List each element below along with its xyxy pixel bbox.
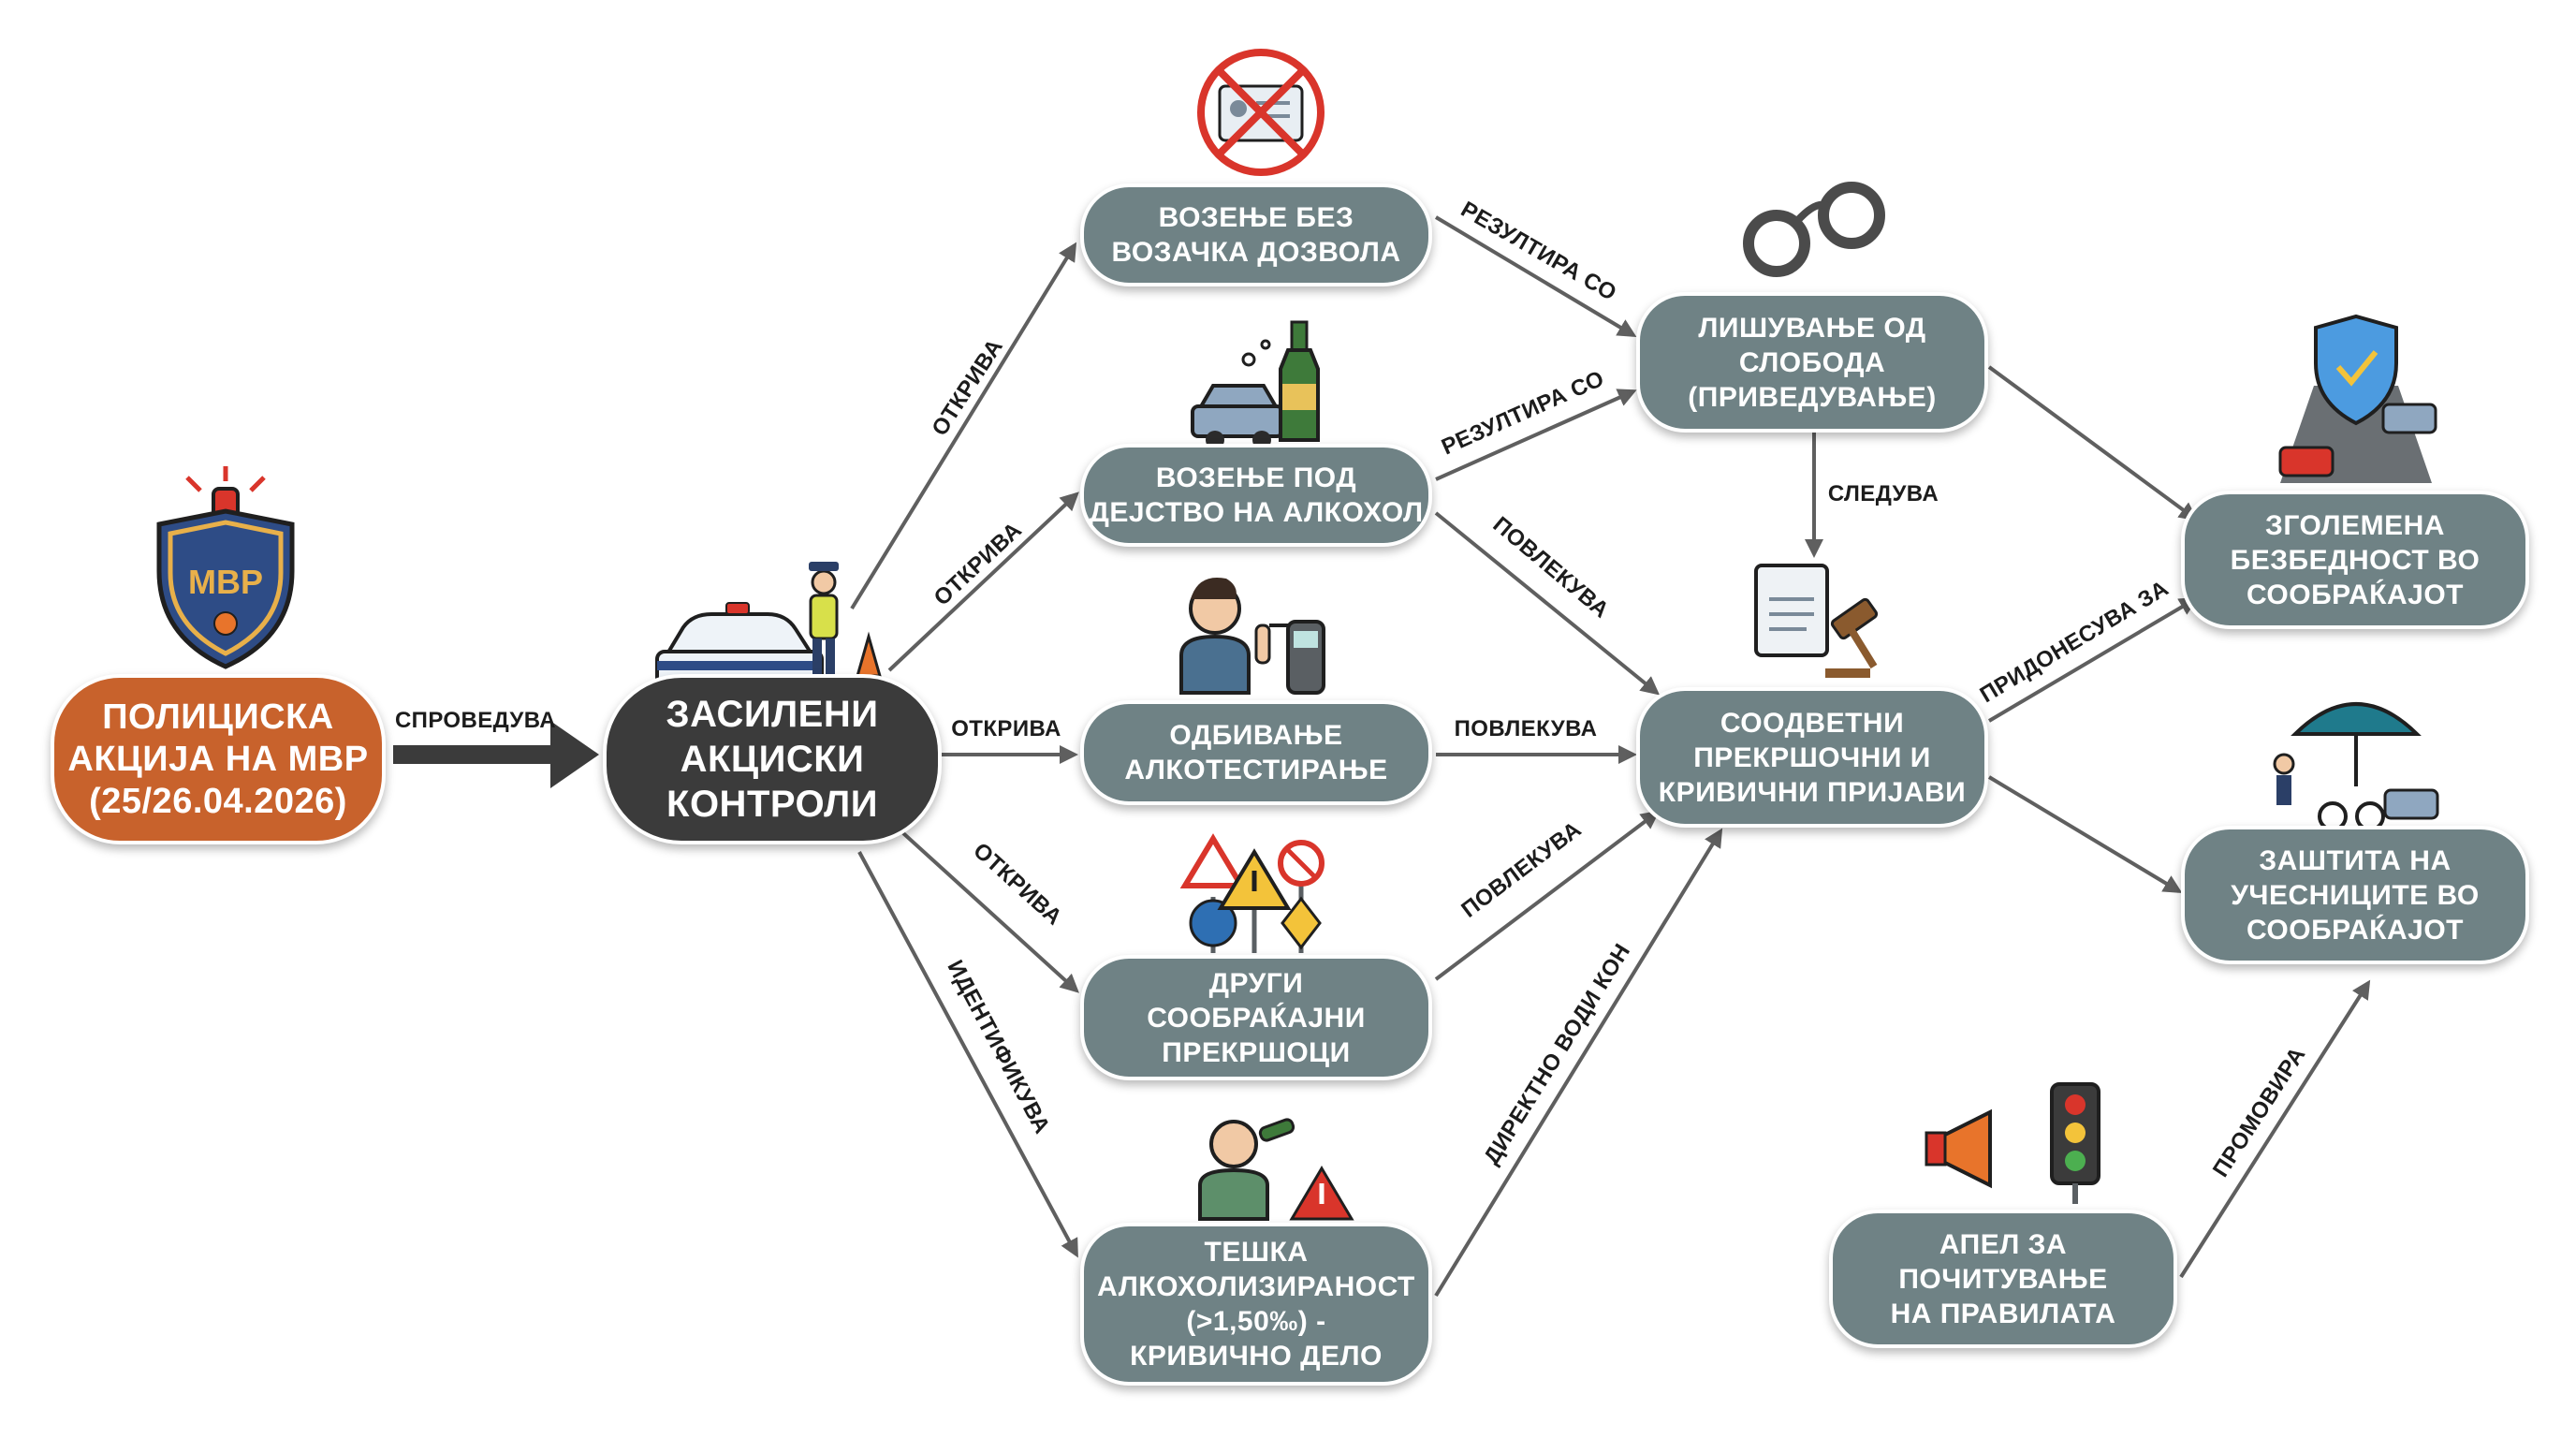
label-detects-2: ОТКРИВА — [929, 518, 1027, 611]
arrow-entails-other — [1434, 810, 1661, 981]
police-shield-icon: МВР — [156, 466, 295, 669]
drunk-person-warning-icon — [1198, 1118, 1354, 1221]
node-refusal-test: ОДБИВАЊЕ АЛКОТЕСТИРАЊЕ — [1080, 700, 1432, 805]
node-detention: ЛИШУВАЊЕ ОД СЛОБОДА (ПРИВЕДУВАЊЕ) — [1636, 292, 1988, 433]
node-other-violations: ДРУГИ СООБРАЌАЈНИ ПРЕКРШОЦИ — [1080, 955, 1432, 1080]
node-safety: ЗГОЛЕМЕНА БЕЗБЕДНОСТ ВО СООБРАЌАЈОТ — [2181, 491, 2529, 629]
logo-text: МВР — [188, 563, 263, 601]
node-enhanced-controls: ЗАСИЛЕНИ АКЦИСКИ КОНТРОЛИ — [603, 674, 942, 844]
arrow-contributes — [1987, 596, 2199, 723]
megaphone-traffic-light-icon — [1925, 1082, 2100, 1204]
road-signs-icon — [1179, 833, 1325, 953]
arrow-detects-other — [901, 831, 1079, 993]
car-bottle-icon — [1191, 320, 1320, 449]
arrow-leads-severe — [1434, 828, 1723, 1298]
label-leads-directly: ДИРЕКТНО ВОДИ КОН — [1479, 939, 1635, 1168]
umbrella-pedestrians-icon — [2273, 702, 2439, 831]
breathalyzer-icon — [1179, 577, 1325, 695]
label-implements: СПРОВЕДУВА — [395, 708, 556, 733]
shield-road-icon — [2278, 314, 2437, 483]
node-police-action: ПОЛИЦИСКА АКЦИЈА НА МВР (25/26.04.2026) — [51, 674, 386, 844]
arrow-results-no-license — [1434, 215, 1637, 338]
label-results-1: РЕЗУЛТИРА СО — [1456, 197, 1620, 306]
node-charges: СООДВЕТНИ ПРЕКРШОЧНИ И КРИВИЧНИ ПРИЈАВИ — [1636, 687, 1988, 828]
arrow-charges-protection — [1987, 775, 2183, 894]
arrow-promotes — [2179, 979, 2371, 1279]
arrow-detects-no-license — [850, 242, 1077, 610]
no-license-icon — [1197, 49, 1325, 176]
handcuffs-icon — [1743, 182, 1885, 277]
label-detects-4: ОТКРИВА — [968, 838, 1066, 931]
arrows — [393, 215, 2371, 1298]
label-contributes: ПРИДОНЕСУВА ЗА — [1976, 576, 2174, 708]
arrow-detention-safety — [1987, 365, 2199, 521]
arrow-identifies-severe — [857, 851, 1078, 1258]
node-alcohol-driving: ВОЗЕЊЕ ПОД ДЕЈСТВО НА АЛКОХОЛ — [1080, 444, 1432, 547]
node-protection: ЗАШТИТА НА УЧЕСНИЦИТЕ ВО СООБРАЌАЈОТ — [2181, 826, 2529, 964]
arrow-implements — [393, 721, 599, 788]
label-follows: СЛЕДУВА — [1828, 481, 1939, 506]
label-entails-2: ПОВЛЕКУВА — [1455, 716, 1598, 741]
node-appeal: АПЕЛ ЗА ПОЧИТУВАЊЕ НА ПРАВИЛАТА — [1829, 1210, 2177, 1348]
label-detects-3: ОТКРИВА — [951, 716, 1061, 741]
node-no-license: ВОЗЕЊЕ БЕЗ ВОЗАЧКА ДОЗВОЛА — [1080, 183, 1432, 286]
arrow-detects-alcohol — [887, 492, 1079, 672]
legal-document-gavel-icon — [1754, 564, 1879, 678]
label-entails-3: ПОВЛЕКУВА — [1456, 816, 1586, 922]
label-promotes: ПРОМОВИРА — [2208, 1043, 2311, 1182]
label-detects-1: ОТКРИВА — [927, 334, 1008, 440]
node-severe-intox: ТЕШКА АЛКОХОЛИЗИРАНОСТ (>1,50‰) - КРИВИЧ… — [1080, 1223, 1432, 1386]
arrow-entails-alcohol — [1434, 511, 1661, 696]
arrow-results-alcohol — [1435, 389, 1637, 481]
